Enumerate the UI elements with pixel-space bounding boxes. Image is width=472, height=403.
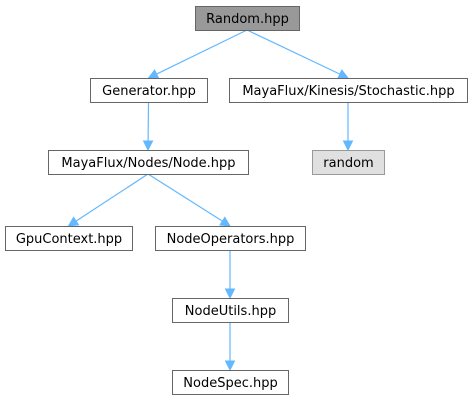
edge-line bbox=[156, 29, 248, 75]
node-node_hpp[interactable]: MayaFlux/Nodes/Node.hpp bbox=[48, 150, 249, 175]
node-nodeutils_hpp[interactable]: NodeUtils.hpp bbox=[172, 298, 289, 323]
node-label: Random.hpp bbox=[206, 12, 289, 27]
node-gpucontext_hpp[interactable]: GpuContext.hpp bbox=[5, 226, 133, 251]
edge-arrowhead bbox=[219, 216, 231, 227]
node-box bbox=[229, 78, 468, 103]
edge-arrowhead bbox=[67, 216, 80, 227]
edge-arrowhead bbox=[147, 69, 160, 79]
edge-generator_hpp-to-node_hpp bbox=[142, 101, 154, 152]
node-label: MayaFlux/Nodes/Node.hpp bbox=[61, 156, 235, 171]
node-label: NodeSpec.hpp bbox=[183, 376, 277, 391]
edge-arrowhead bbox=[337, 69, 350, 79]
node-box bbox=[48, 150, 249, 175]
node-nodespec_hpp[interactable]: NodeSpec.hpp bbox=[172, 370, 289, 395]
node-label: GpuContext.hpp bbox=[16, 232, 122, 247]
node-label: NodeOperators.hpp bbox=[167, 232, 295, 247]
edge-stochastic_hpp-to-random bbox=[342, 102, 354, 152]
node-box bbox=[5, 226, 133, 251]
node-box bbox=[312, 150, 385, 175]
node-box bbox=[155, 226, 306, 251]
node-random_hpp[interactable]: Random.hpp bbox=[195, 6, 300, 31]
node-box bbox=[195, 6, 300, 31]
edge-random_hpp-to-generator_hpp bbox=[147, 29, 248, 79]
edge-node_hpp-to-gpucontext_hpp bbox=[67, 173, 149, 227]
edge-arrowhead bbox=[224, 360, 236, 372]
node-label: random bbox=[323, 156, 373, 171]
edge-nodeutils_hpp-to-nodespec_hpp bbox=[224, 322, 236, 372]
node-stochastic_hpp[interactable]: MayaFlux/Kinesis/Stochastic.hpp bbox=[229, 78, 468, 103]
edge-random_hpp-to-stochastic_hpp bbox=[246, 29, 350, 79]
node-generator_hpp[interactable]: Generator.hpp bbox=[90, 78, 208, 103]
edge-nodeoperators_hpp-to-nodeutils_hpp bbox=[224, 250, 236, 300]
edge-arrowhead bbox=[342, 140, 354, 152]
node-box bbox=[90, 78, 208, 103]
edge-arrowhead bbox=[224, 288, 236, 300]
node-box bbox=[172, 370, 289, 395]
edge-line bbox=[246, 29, 341, 75]
node-random[interactable]: random bbox=[312, 150, 385, 175]
node-box bbox=[172, 298, 289, 323]
node-label: MayaFlux/Kinesis/Stochastic.hpp bbox=[242, 84, 454, 99]
edge-line bbox=[75, 173, 149, 222]
edge-line bbox=[147, 173, 223, 222]
edge-arrowhead bbox=[142, 140, 154, 152]
node-label: NodeUtils.hpp bbox=[185, 304, 276, 319]
node-nodeoperators_hpp[interactable]: NodeOperators.hpp bbox=[155, 226, 306, 251]
edge-node_hpp-to-nodeoperators_hpp bbox=[147, 173, 231, 227]
node-label: Generator.hpp bbox=[102, 84, 196, 99]
